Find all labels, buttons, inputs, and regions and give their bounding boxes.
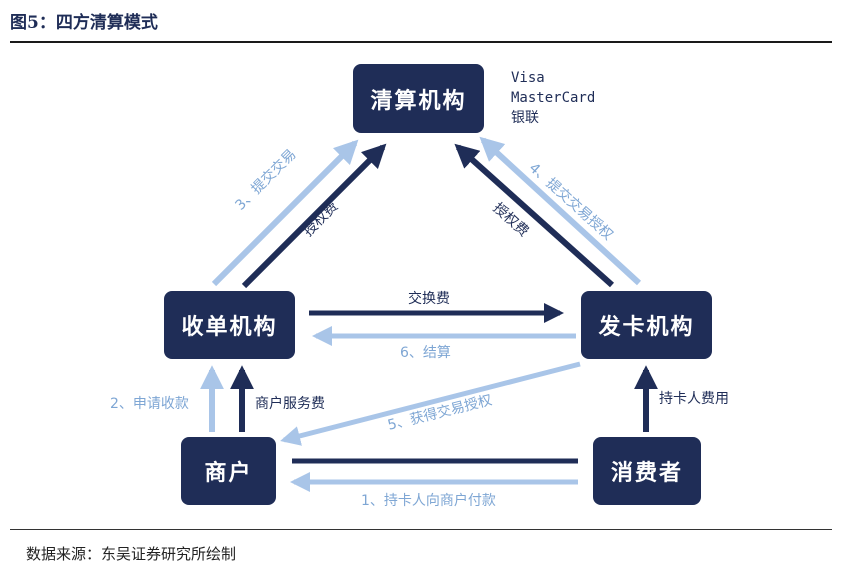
- node-consumer: 消费者: [593, 437, 701, 505]
- clearing-org-list: Visa MasterCard 银联: [511, 68, 595, 128]
- node-acquirer: 收单机构: [164, 291, 295, 359]
- arrow-submit-trade-3: [211, 139, 359, 287]
- node-clearing: 清算机构: [353, 64, 484, 133]
- node-issuer: 发卡机构: [581, 291, 712, 359]
- clearing-org-unionpay: 银联: [511, 110, 539, 126]
- arrow-submit-trade-auth-4: [479, 136, 642, 286]
- figure-title: 图5：四方清算模式: [10, 13, 158, 33]
- label-cardholder-pays-1: 1、持卡人向商户付款: [361, 493, 496, 509]
- source-note: 数据来源：东吴证券研究所绘制: [26, 545, 237, 563]
- clearing-org-visa: Visa: [511, 70, 545, 86]
- label-interchange-fee: 交换费: [408, 291, 450, 307]
- top-rule: [10, 41, 832, 43]
- bottom-rule: [10, 529, 832, 530]
- label-settlement-6: 6、结算: [400, 345, 451, 361]
- arrow-auth-fee-right: [454, 143, 615, 288]
- node-merchant: 商户: [181, 437, 276, 505]
- label-cardholder-fee: 持卡人费用: [659, 391, 729, 407]
- arrow-auth-fee-left: [241, 143, 387, 289]
- label-merchant-service-fee: 商户服务费: [255, 396, 325, 412]
- arrow-obtain-auth-5: [280, 361, 581, 446]
- label-apply-payment-2: 2、申请收款: [110, 396, 189, 412]
- clearing-org-mastercard: MasterCard: [511, 90, 596, 106]
